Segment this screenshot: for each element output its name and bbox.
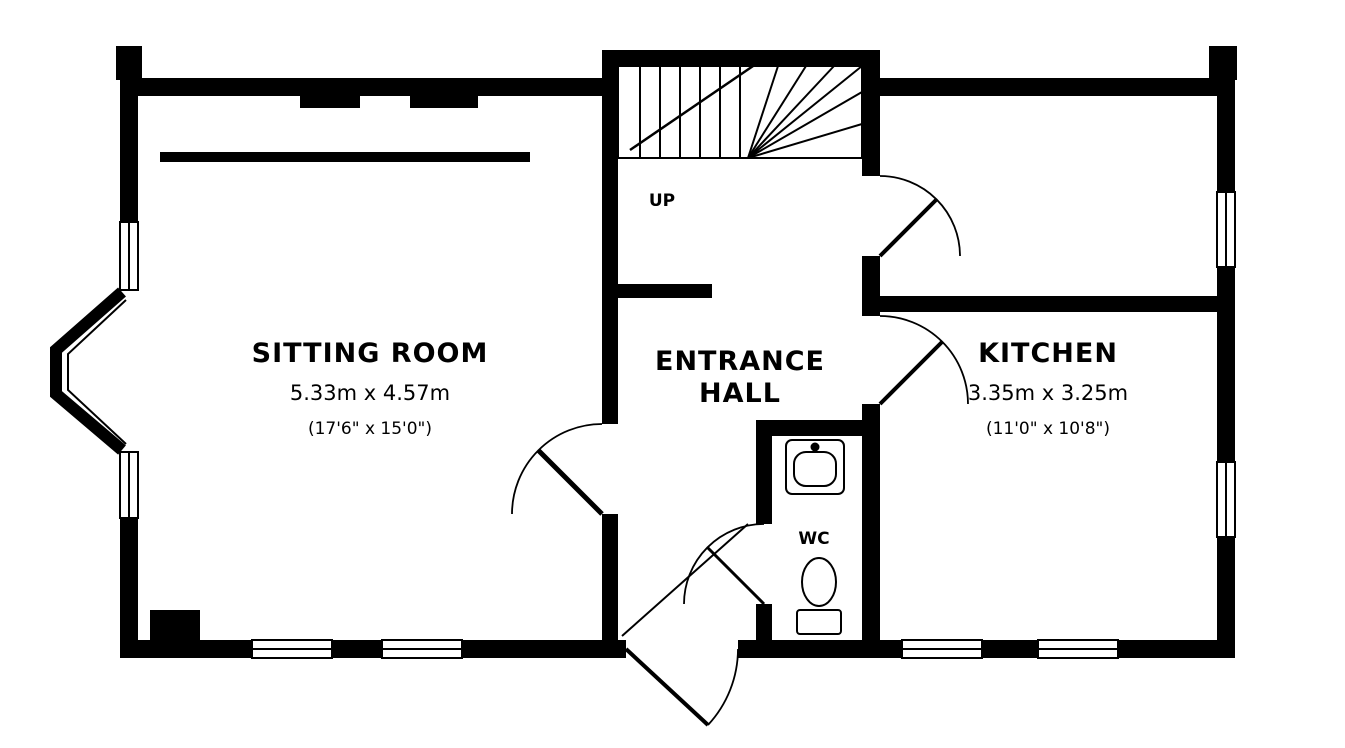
wall-top-stair [602, 50, 880, 66]
understairs-line [621, 523, 749, 637]
wall-right-upper [1217, 78, 1235, 192]
wall-top-right [880, 78, 1235, 96]
wall-bottom-1 [120, 640, 252, 658]
stair-winders [747, 65, 863, 159]
stair-break-line [629, 62, 757, 152]
wall-hall-right-3 [862, 404, 880, 640]
wall-hall-left-upper [602, 66, 618, 424]
windows [119, 191, 1236, 659]
pier-bottom-left [150, 610, 200, 642]
chimney-stack-right [1209, 46, 1237, 80]
fixtures [785, 439, 845, 635]
sitting-room-label: SITTING ROOM [252, 338, 489, 369]
wall-hall-right-2 [862, 256, 880, 316]
wall-wc-top [756, 420, 862, 436]
labels: SITTING ROOM 5.33m x 4.57m (17'6" x 15'0… [252, 191, 1128, 549]
window-bottom-1 [251, 639, 333, 659]
door-sitting-room [511, 423, 604, 516]
window-left-lower [119, 451, 139, 519]
kitchen-dims-imperial: (11'0" x 10'8") [986, 419, 1110, 439]
wall-bottom-2 [332, 640, 382, 658]
window-right-upper [1216, 191, 1236, 268]
door-front-entrance [624, 647, 739, 727]
hall-label-line1: ENTRANCE [655, 346, 825, 377]
wall-hall-left-lower [602, 514, 618, 640]
bay-window [50, 287, 127, 455]
chimney-stack-left [116, 46, 142, 80]
kitchen-label: KITCHEN [978, 338, 1118, 369]
beam-line [160, 152, 530, 162]
wall-right-divider [880, 296, 1217, 312]
wall-wc-left-lower [756, 604, 772, 640]
stairs-up-label: UP [649, 191, 675, 211]
wall-bottom-3 [462, 640, 626, 658]
window-bottom-2 [381, 639, 463, 659]
window-bottom-3 [901, 639, 983, 659]
walls [116, 46, 1237, 658]
wall-top-left [120, 78, 605, 96]
wall-right-lower [1217, 537, 1235, 658]
door-rear-room [878, 175, 961, 258]
pier-top-1 [300, 96, 360, 108]
wall-bottom-5 [982, 640, 1038, 658]
hall-label-line2: HALL [699, 378, 781, 409]
bay-outer-wall [50, 287, 126, 455]
wall-hall-right-1 [862, 66, 880, 176]
wall-wc-left-upper [756, 436, 772, 524]
wall-bottom-6 [1118, 640, 1235, 658]
kitchen-dims-metric: 3.35m x 3.25m [968, 381, 1128, 405]
window-bottom-4 [1037, 639, 1119, 659]
wall-left-lower [120, 518, 138, 658]
sitting-room-dims-imperial: (17'6" x 15'0") [308, 419, 432, 439]
door-wc [683, 523, 766, 606]
staircase [617, 62, 863, 159]
basin-icon [785, 439, 845, 495]
wc-label: WC [798, 529, 829, 549]
bay-glazing-line [67, 299, 127, 445]
window-right-lower [1216, 461, 1236, 538]
wall-right-middle [1217, 267, 1235, 462]
wall-bottom-4 [738, 640, 902, 658]
door-kitchen [878, 315, 969, 406]
doors [511, 175, 969, 727]
wall-left-upper [120, 78, 138, 222]
window-left-upper [119, 221, 139, 291]
stair-base-step [618, 284, 712, 298]
pier-top-2 [410, 96, 478, 108]
sitting-room-dims-metric: 5.33m x 4.57m [290, 381, 450, 405]
toilet-icon [796, 557, 842, 635]
